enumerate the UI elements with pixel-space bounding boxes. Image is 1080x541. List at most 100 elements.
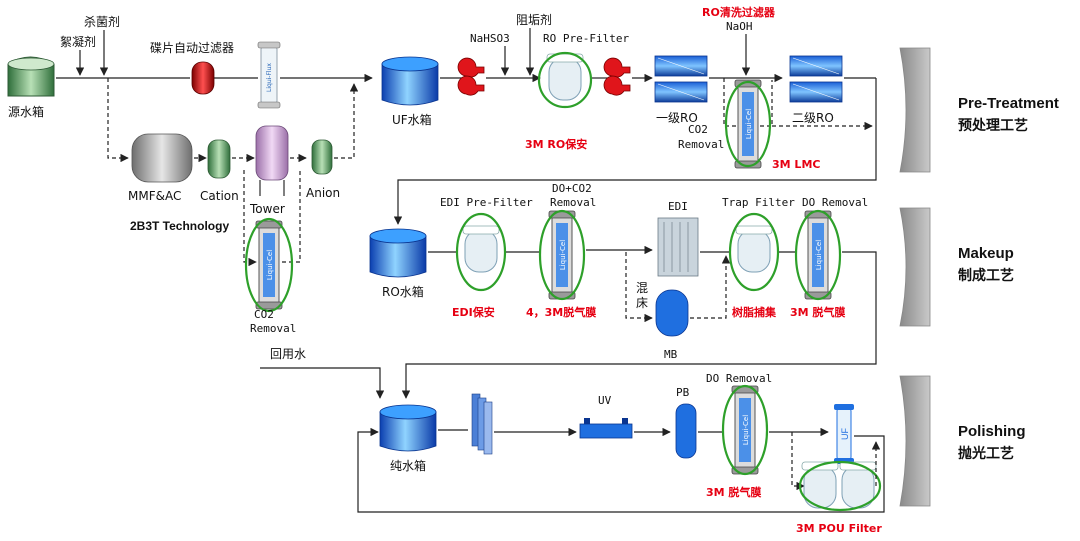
disc-filter	[191, 61, 215, 95]
tech-2b3t-label: 2B3T Technology	[130, 219, 229, 233]
nahso3-label: NaHSO3	[470, 32, 510, 45]
uv-unit	[579, 418, 633, 439]
edi-label: EDI	[668, 200, 688, 213]
tower-label: Tower	[249, 202, 285, 216]
liqui-flux-cartridge: Liqui-Flux	[257, 41, 281, 109]
pb-label: PB	[676, 386, 690, 399]
co2-removal-membrane-mid: Liqui-Cel	[734, 79, 762, 169]
ro-stage2-label: 二级RO	[792, 111, 834, 125]
anion-vessel	[311, 139, 333, 175]
highlight-ring	[537, 51, 593, 109]
do-removal-membrane-polish: Liqui-Cel	[731, 385, 759, 475]
edi-guard-label: EDI保安	[452, 305, 495, 319]
pure-tank	[379, 404, 437, 452]
stage-makeup-en: Makeup	[958, 245, 1014, 262]
reuse-water-label: 回用水	[270, 347, 306, 361]
edi-prefilter-label: EDI Pre-Filter	[440, 196, 533, 209]
uf-tank-label: UF水箱	[392, 112, 432, 127]
cation-vessel	[207, 139, 231, 179]
degas-3m-makeup-label: 3M 脱气膜	[790, 305, 845, 319]
do-co2-removal-label-2: Removal	[550, 196, 596, 209]
source-tank	[7, 56, 55, 97]
ro-tank	[369, 228, 427, 278]
stage-bracket-pretreatment	[899, 47, 931, 173]
flocculant-label: 絮凝剂	[60, 34, 96, 49]
highlight-ring	[728, 212, 780, 292]
highlight-ring	[794, 209, 842, 301]
stage-pretreatment-cn: 预处理工艺	[958, 117, 1028, 134]
highlight-ring	[724, 80, 772, 168]
do-co2-removal-label-1: DO+CO2	[552, 182, 592, 195]
highlight-ring	[538, 209, 586, 301]
cation-label: Cation	[200, 189, 239, 203]
co2-removal-left-label-2: Removal	[250, 322, 296, 335]
heat-exchanger	[471, 393, 493, 455]
stage-polishing-en: Polishing	[958, 423, 1026, 440]
uf-tank	[381, 56, 439, 106]
stage-polishing-cn: 抛光工艺	[958, 445, 1014, 462]
mmf-ac-label: MMF&AC	[128, 189, 181, 203]
ro-clean-filter-label: RO清洗过滤器	[702, 5, 776, 19]
do-removal-polish-label: DO Removal	[706, 372, 772, 385]
mmf-ac-vessel	[131, 133, 193, 183]
do-co2-membrane: Liqui-Cel	[548, 210, 576, 300]
uv-label: UV	[598, 394, 612, 407]
pump-2	[457, 75, 485, 96]
membrane-brand-text: Liqui-Cel	[745, 109, 753, 139]
do-removal-membrane-makeup: Liqui-Cel	[804, 210, 832, 300]
degas-4-3m-label: 4，3M脱气膜	[526, 305, 596, 319]
stage-bracket-polishing	[899, 375, 931, 507]
highlight-ring	[721, 384, 769, 476]
degas-3m-polish-label: 3M 脱气膜	[706, 485, 761, 499]
ro-stage2-modules	[789, 55, 843, 103]
membrane-brand-text: Liqui-Cel	[559, 240, 567, 270]
pb-vessel	[675, 403, 697, 459]
mb-label: MB	[664, 348, 678, 361]
naoh-label: NaOH	[726, 20, 753, 33]
co2-removal-left-label-1: CO2	[254, 308, 274, 321]
stage-bracket-makeup	[899, 207, 931, 327]
bactericide-label: 杀菌剂	[84, 14, 120, 29]
resin-trap-label: 树脂捕集	[732, 305, 777, 319]
ro-stage1-label: 一级RO	[656, 111, 698, 125]
ro-stage1-modules	[654, 55, 708, 103]
ro-tank-label: RO水箱	[382, 284, 424, 299]
membrane-brand-text: Liqui-Cel	[815, 240, 823, 270]
anion-label: Anion	[306, 186, 340, 200]
edi-prefilter-cartridge	[462, 225, 500, 273]
do-removal-makeup-label: DO Removal	[802, 196, 868, 209]
pump-1	[457, 57, 485, 78]
tower-vessel	[255, 125, 289, 196]
trap-filter-label: Trap Filter	[722, 196, 795, 209]
lmc-3m-label: 3M LMC	[772, 158, 820, 171]
pou-filter-label: 3M POU Filter	[796, 522, 882, 535]
edi-stack	[657, 217, 699, 277]
source-tank-label: 源水箱	[8, 104, 44, 119]
mb-vessel	[655, 289, 689, 337]
ro-3m-guard-label: 3M RO保安	[525, 137, 587, 151]
ro-prefilter-cartridge	[546, 53, 584, 101]
highlight-ring	[455, 212, 507, 292]
mixed-bed-label-2: 床	[636, 296, 648, 310]
disc-cartridge-text: Liqui-Flux	[266, 63, 273, 92]
highlight-ring	[798, 460, 882, 512]
ro-prefilter-label: RO Pre-Filter	[543, 32, 629, 45]
mixed-bed-label-1: 混	[636, 281, 648, 295]
co2-removal-mid-label-1: CO2	[688, 123, 708, 136]
disc-filter-label: 碟片自动过滤器	[150, 41, 234, 55]
co2-removal-mid-label-2: Removal	[678, 138, 724, 151]
stage-makeup-cn: 制成工艺	[958, 267, 1014, 284]
membrane-brand-text: Liqui-Cel	[266, 250, 274, 280]
antiscalant-label: 阻垢剂	[516, 12, 552, 27]
stage-pretreatment-en: Pre-Treatment	[958, 95, 1059, 112]
trap-filter-cartridge	[735, 225, 773, 273]
pump-3	[603, 57, 631, 78]
uf-label: UF	[840, 428, 850, 440]
membrane-brand-text: Liqui-Cel	[742, 415, 750, 445]
co2-removal-membrane-left: Liqui-Cel	[255, 220, 283, 310]
pure-tank-label: 纯水箱	[390, 458, 426, 473]
pump-4	[603, 75, 631, 96]
highlight-ring	[244, 217, 294, 313]
